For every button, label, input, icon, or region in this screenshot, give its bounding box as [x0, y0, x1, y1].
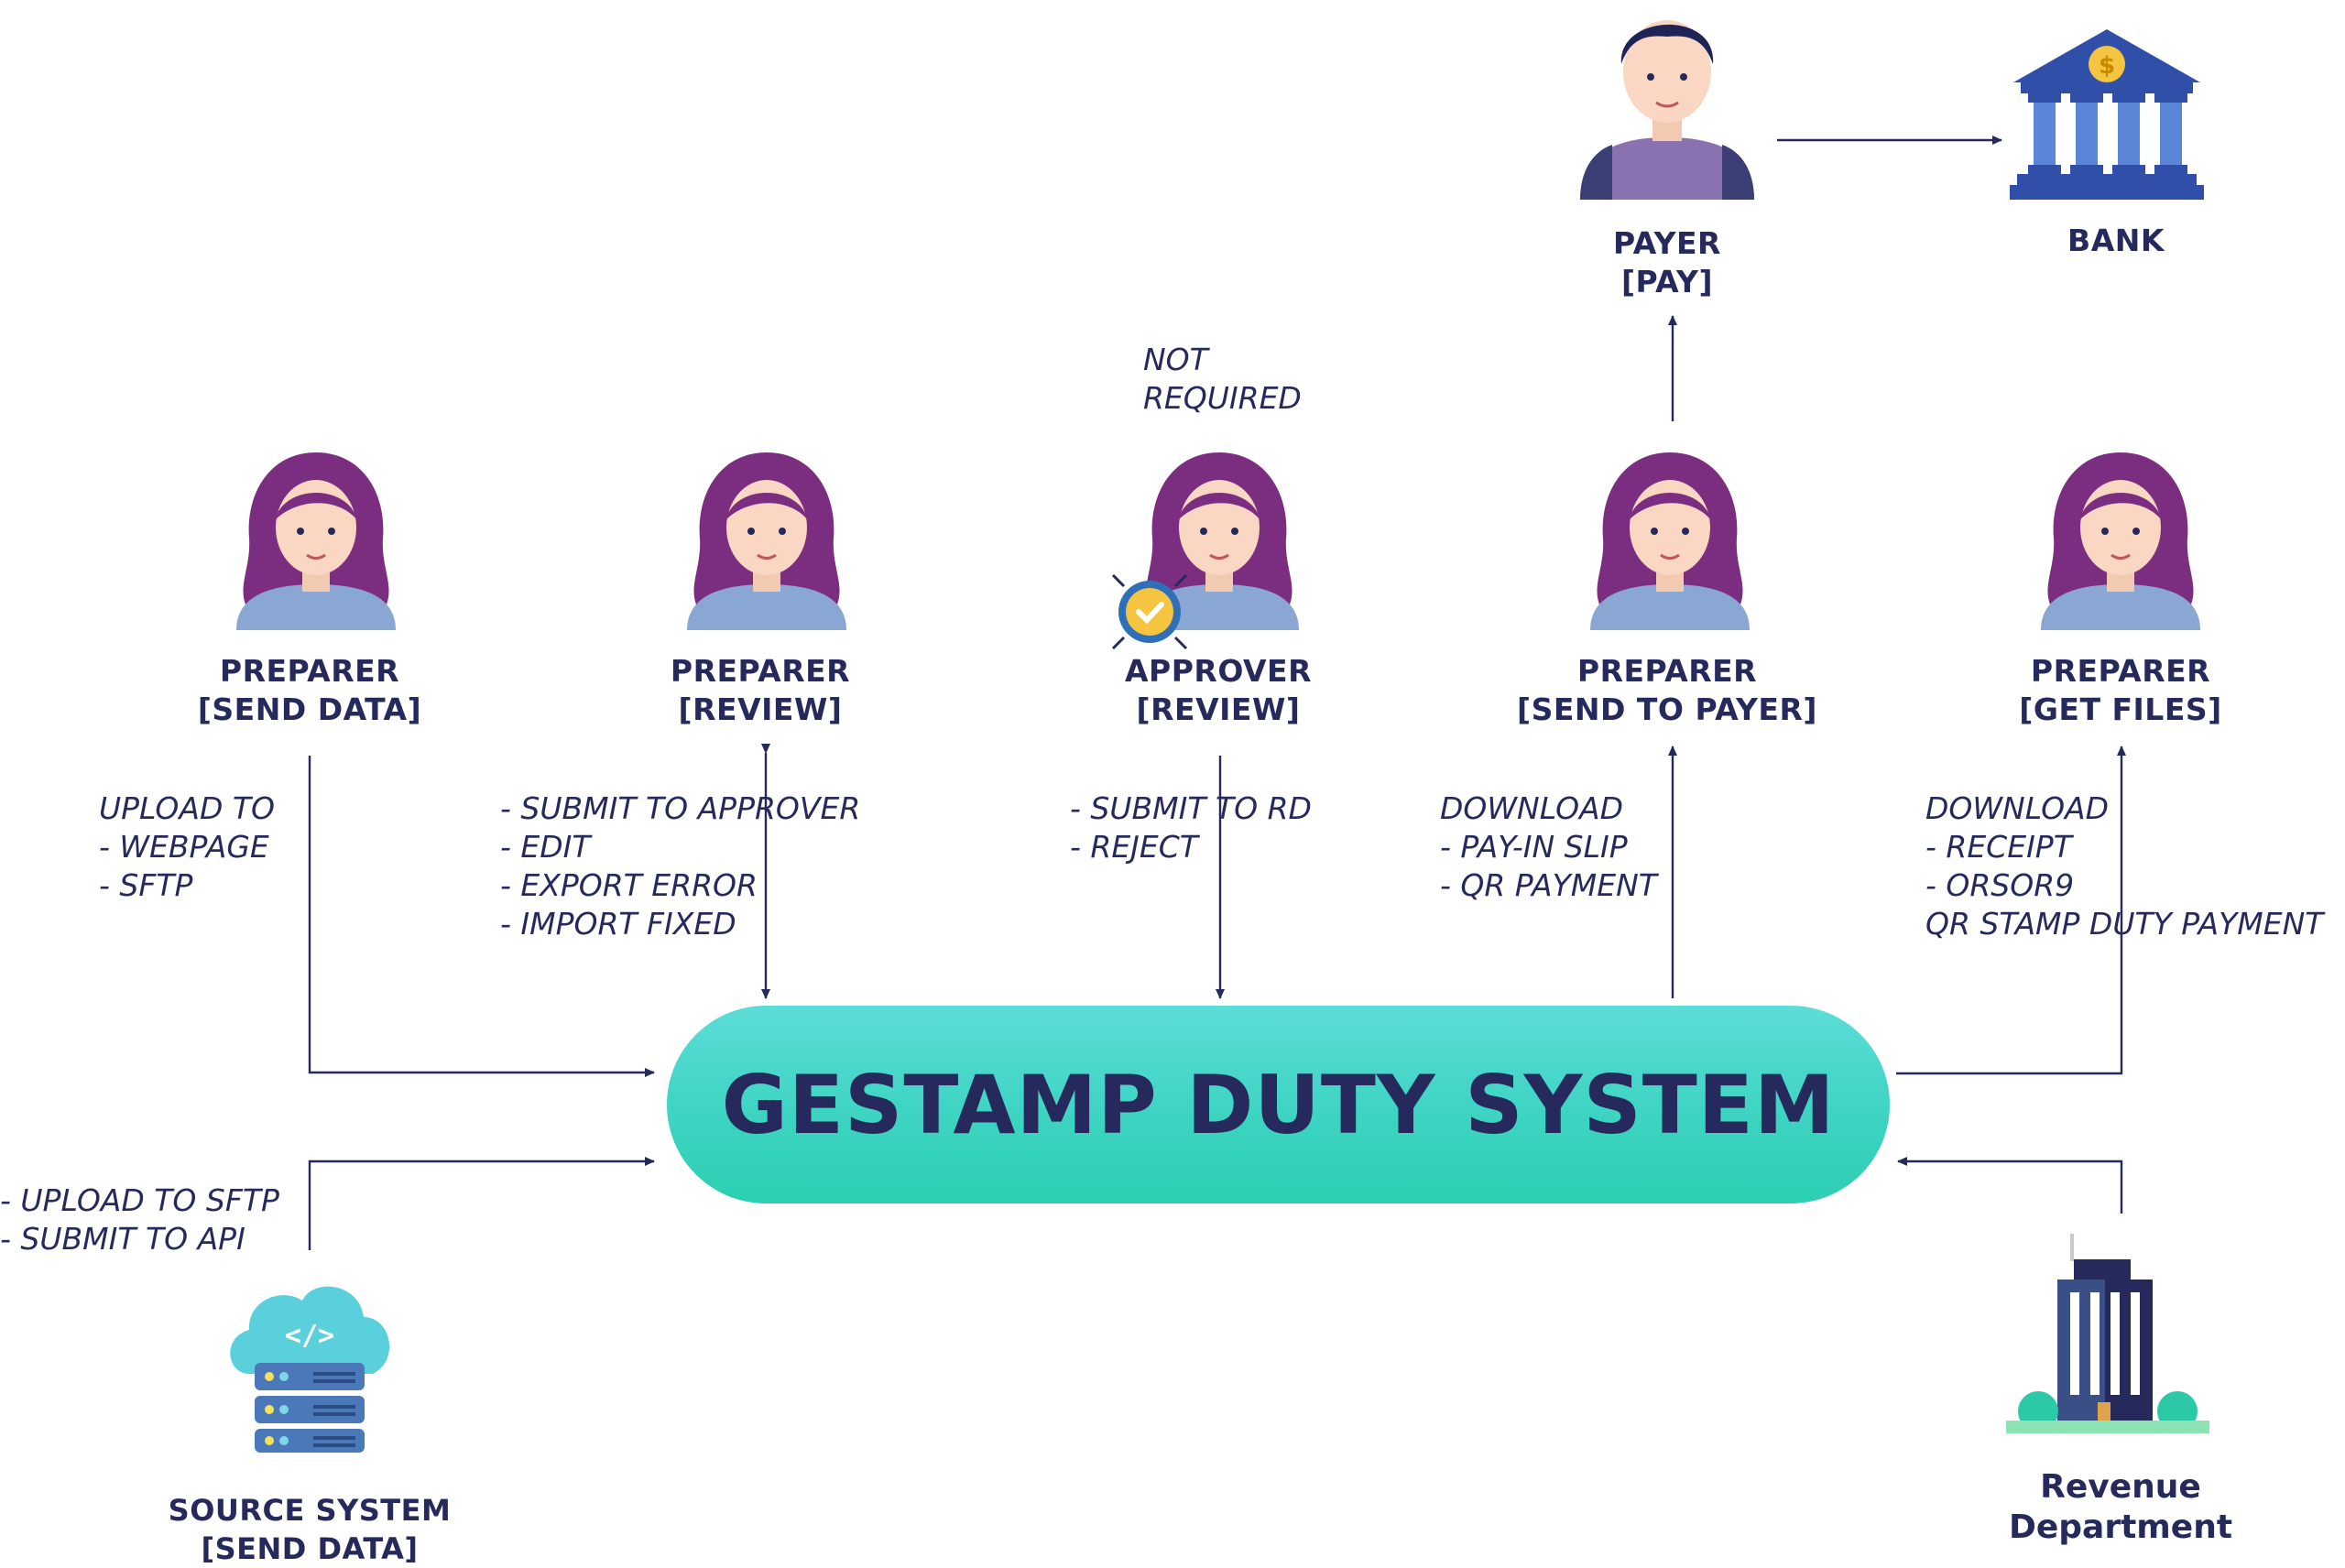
- role-title: PREPARER: [2030, 653, 2211, 689]
- approve-note: - SUBMIT TO RD - REJECT: [1070, 789, 1312, 866]
- cloud-server-icon: </>: [230, 1286, 390, 1453]
- role-title: PAYER: [1613, 225, 1721, 261]
- note-line: - ORSOR9: [1925, 867, 2075, 903]
- woman-avatar-icon: [236, 452, 396, 630]
- woman-avatar-icon: [1590, 452, 1750, 630]
- verified-badge-icon: [1111, 573, 1188, 650]
- note-line: - SUBMIT TO RD: [1070, 790, 1312, 826]
- bank-label: BANK: [2024, 222, 2208, 260]
- man-avatar-icon: [1580, 20, 1754, 200]
- role-title: PREPARER: [670, 653, 851, 689]
- role-subtitle: [GET FILES]: [2019, 691, 2222, 727]
- svg-text:</>: </>: [285, 1320, 334, 1352]
- gestamp-duty-system-node: GESTAMP DUTY SYSTEM: [667, 1006, 1890, 1203]
- note-line: - SUBMIT TO APPROVER: [500, 790, 861, 826]
- note-line: - EDIT: [500, 829, 591, 865]
- source-system-label: SOURCE SYSTEM [SEND DATA]: [154, 1491, 465, 1568]
- preparer-review-label: PREPARER [REVIEW]: [623, 652, 898, 729]
- note-line: - SUBMIT TO API: [0, 1221, 245, 1257]
- role-title: SOURCE SYSTEM: [168, 1493, 452, 1528]
- bank-icon: $: [2010, 29, 2204, 200]
- get-files-note: DOWNLOAD - RECEIPT - ORSOR9 QR STAMP DUT…: [1925, 789, 2323, 943]
- note-line: REQUIRED: [1143, 380, 1302, 416]
- note-line: - EXPORT ERROR: [500, 867, 758, 903]
- role-subtitle: [REVIEW]: [678, 691, 843, 727]
- note-line: - IMPORT FIXED: [500, 906, 736, 942]
- note-line: - SFTP: [99, 867, 193, 903]
- note-line: NOT: [1143, 342, 1208, 377]
- note-line: - PAY-IN SLIP: [1440, 829, 1628, 865]
- note-line: DOWNLOAD: [1925, 790, 2110, 826]
- role-title: PREPARER: [219, 653, 400, 689]
- role-subtitle: [REVIEW]: [1136, 691, 1301, 727]
- preparer-send-to-payer-label: PREPARER [SEND TO PAYER]: [1502, 652, 1832, 729]
- role-subtitle: [SEND TO PAYER]: [1517, 691, 1817, 727]
- role-subtitle: [SEND DATA]: [197, 691, 422, 727]
- note-line: - REJECT: [1070, 829, 1198, 865]
- arrow-source: [308, 1157, 655, 1250]
- note-line: UPLOAD TO: [99, 790, 276, 826]
- approver-optional-note: NOT REQUIRED: [1143, 341, 1302, 418]
- note-line: - UPLOAD TO SFTP: [0, 1182, 279, 1218]
- note-line: - RECEIPT: [1925, 829, 2072, 865]
- arrow-revenue: [1897, 1157, 2123, 1214]
- role-title: Revenue: [2040, 1468, 2201, 1506]
- office-building-icon: [2006, 1234, 2209, 1433]
- revenue-department-label: Revenue Department: [1988, 1467, 2253, 1548]
- preparer-get-files-label: PREPARER [GET FILES]: [1983, 652, 2258, 729]
- preparer-send-data-label: PREPARER [SEND DATA]: [172, 652, 447, 729]
- arrow-send-data: [308, 756, 655, 1077]
- note-line: - QR PAYMENT: [1440, 867, 1657, 903]
- role-subtitle: [SEND DATA]: [201, 1531, 419, 1566]
- note-line: - WEBPAGE: [99, 829, 269, 865]
- approver-review-label: APPROVER [REVIEW]: [1081, 652, 1356, 729]
- arrow-get-files: [1896, 746, 2126, 1075]
- role-subtitle: Department: [2008, 1508, 2233, 1546]
- role-title: APPROVER: [1125, 653, 1312, 689]
- send-data-note: UPLOAD TO - WEBPAGE - SFTP: [99, 789, 275, 905]
- woman-avatar-icon: [2041, 452, 2200, 630]
- woman-avatar-icon: [687, 452, 846, 630]
- note-line: DOWNLOAD: [1440, 790, 1624, 826]
- send-payer-note: DOWNLOAD - PAY-IN SLIP - QR PAYMENT: [1440, 789, 1657, 905]
- role-title: PREPARER: [1576, 653, 1758, 689]
- source-note: - UPLOAD TO SFTP - SUBMIT TO API: [0, 1181, 279, 1258]
- note-line: QR STAMP DUTY PAYMENT: [1925, 906, 2324, 942]
- system-title: GESTAMP DUTY SYSTEM: [721, 1057, 1836, 1152]
- review-note: - SUBMIT TO APPROVER - EDIT - EXPORT ERR…: [500, 789, 860, 943]
- payer-label: PAYER [PAY]: [1576, 224, 1759, 301]
- svg-text:$: $: [2099, 52, 2115, 80]
- role-subtitle: [PAY]: [1620, 264, 1714, 299]
- role-title: BANK: [2067, 223, 2165, 258]
